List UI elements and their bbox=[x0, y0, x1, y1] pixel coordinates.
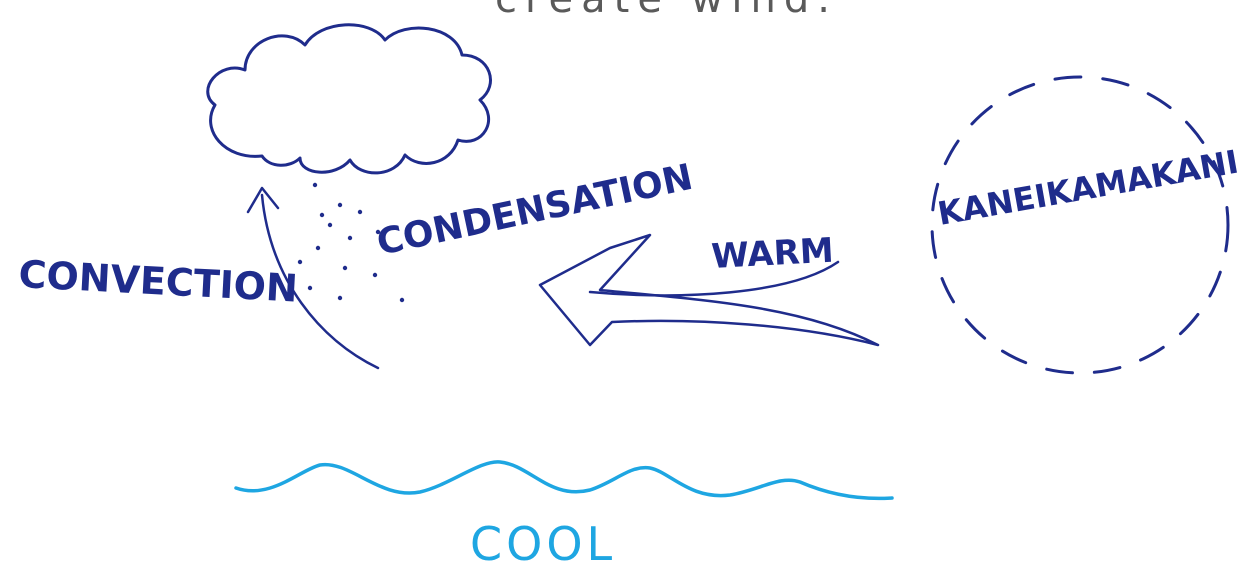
cloud bbox=[208, 25, 491, 173]
cool-label: COOL bbox=[470, 517, 616, 569]
kaneikamakani-label: KANEIKAMAKANI bbox=[935, 143, 1242, 233]
convection-label: CONVECTION bbox=[18, 252, 299, 311]
condensation-label: CONDENSATION bbox=[373, 157, 696, 264]
warm-label: WARM bbox=[710, 231, 834, 277]
title-text: create wind. bbox=[495, 0, 838, 22]
ocean-waves bbox=[236, 462, 892, 499]
